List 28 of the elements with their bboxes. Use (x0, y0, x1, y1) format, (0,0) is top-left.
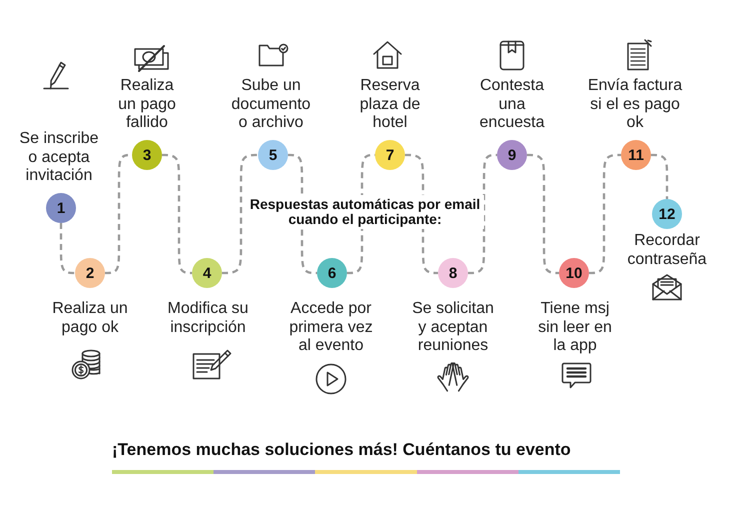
dashed-connector (60, 223, 75, 274)
numbered-circle: 1 (46, 193, 76, 223)
step-description: Contesta una encuesta (478, 77, 546, 132)
step-description: Realiza un pago ok (51, 300, 129, 337)
numbered-circle: 8 (438, 258, 468, 288)
dashed-connector (468, 154, 497, 274)
step-description: Envía factura si el es pago ok (586, 77, 684, 132)
numbered-circle: 11 (621, 140, 651, 170)
step-description: Modifica su inscripción (166, 300, 250, 337)
footer-tagline: ¡Tenemos muchas soluciones más! Cuéntanos tu evento (112, 440, 571, 460)
step-description: Accede por primera vez al evento (288, 300, 374, 356)
step-description: Realiza un pago fallido (117, 77, 177, 132)
step-description: Recordar contraseña (626, 232, 708, 269)
numbered-circle: 9 (497, 140, 527, 170)
step-description: Tiene msj sin leer en la app (537, 300, 613, 356)
numbered-circle: 2 (75, 258, 105, 288)
numbered-circle: 4 (192, 258, 222, 288)
numbered-circle: 7 (375, 140, 405, 170)
step-description: Se inscribe o acepta invitación (18, 130, 100, 186)
step-description: Reserva plaza de hotel (358, 77, 422, 132)
step-description: Se solicitan y aceptan reuniones (411, 300, 495, 356)
numbered-circle: 3 (132, 140, 162, 170)
numbered-circle: 5 (258, 140, 288, 170)
numbered-circle: 12 (652, 199, 682, 229)
numbered-circle: 10 (559, 258, 589, 288)
numbered-circle: 6 (317, 258, 347, 288)
section-heading: Respuestas automáticas por email cuando el participante: (248, 197, 482, 227)
step-description: Sube un documento o archivo (230, 77, 312, 132)
